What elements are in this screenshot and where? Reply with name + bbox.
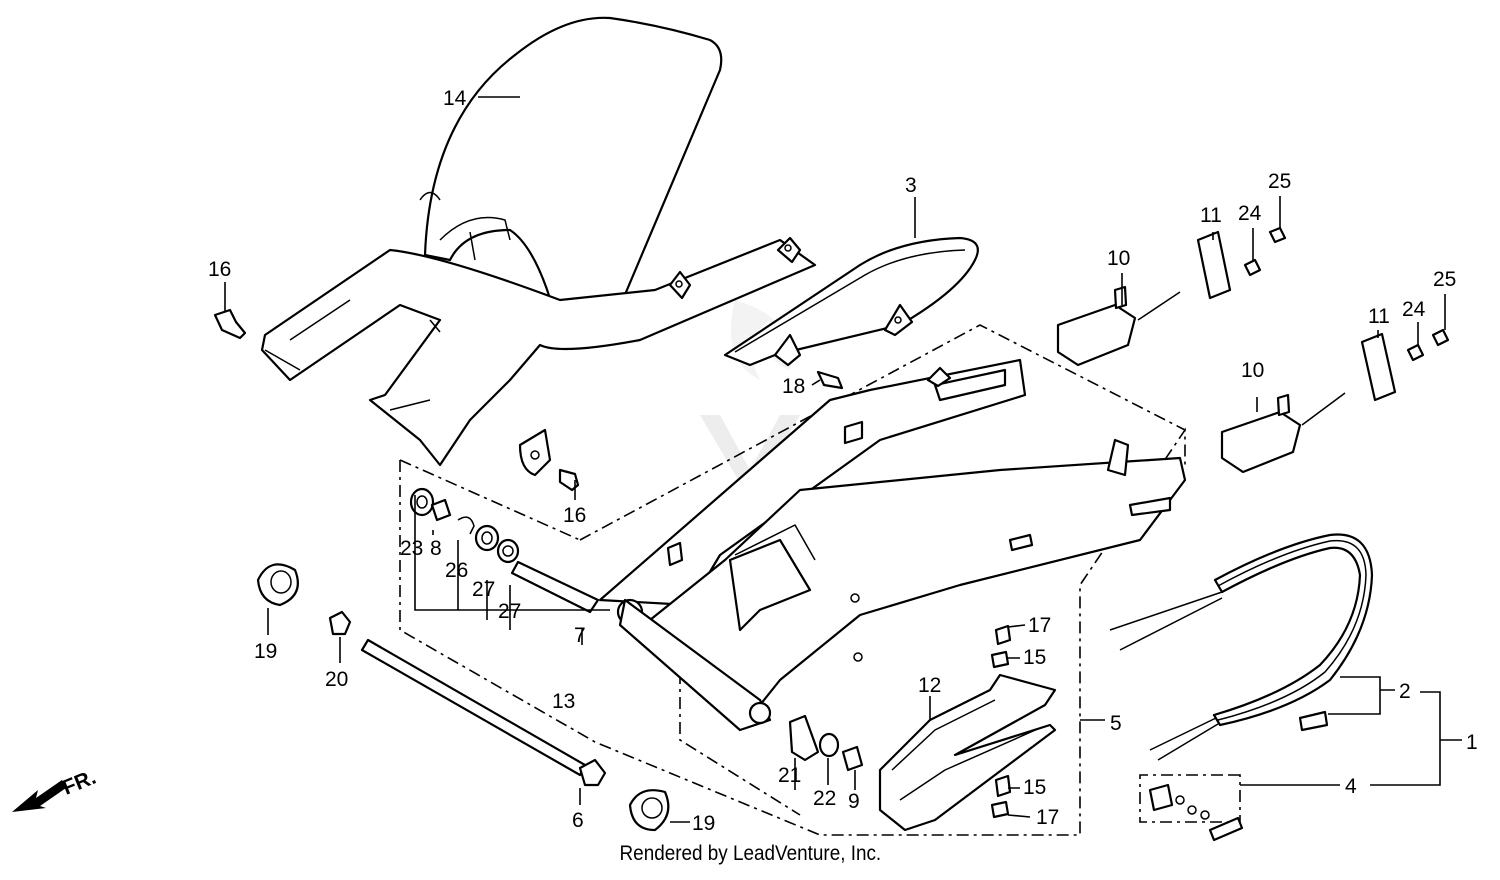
leader-lines [224, 96, 1462, 823]
callout-16-top: 16 [208, 258, 231, 281]
callout-11-top: 11 [1200, 204, 1222, 227]
callout-4: 4 [1345, 775, 1357, 798]
callout-9: 9 [848, 790, 860, 813]
callout-18: 18 [782, 375, 805, 398]
callout-12: 12 [918, 674, 941, 697]
group-outline-lines [399, 324, 1241, 836]
callout-20: 20 [325, 668, 348, 691]
chain-case-part [723, 236, 979, 367]
callout-16-bottom: 16 [563, 504, 586, 527]
callout-6: 6 [572, 809, 584, 832]
callout-17-top: 17 [1028, 614, 1051, 637]
footer-credit-row: Rendered by LeadVenture, Inc. [0, 842, 1500, 866]
footer-credit: Rendered by LeadVenture, Inc. [619, 842, 881, 865]
callout-14: 14 [443, 87, 467, 110]
callout-labels: 14 3 16 16 18 10 10 11 11 24 24 25 25 17… [208, 87, 1478, 835]
fasteners-group [990, 624, 1012, 819]
callout-10-bottom: 10 [1241, 359, 1264, 382]
callout-24-top: 24 [1238, 202, 1262, 225]
callout-24-bottom: 24 [1402, 298, 1426, 321]
callout-10-top: 10 [1107, 247, 1130, 270]
callout-19-left: 19 [254, 640, 277, 663]
callout-17-bottom: 17 [1036, 806, 1059, 829]
callout-2: 2 [1399, 680, 1411, 703]
callout-27-a: 27 [472, 578, 495, 601]
callout-21: 21 [778, 764, 801, 787]
callout-8: 8 [430, 537, 442, 560]
callout-11-bottom: 11 [1368, 305, 1390, 328]
callout-15-bottom: 15 [1023, 776, 1046, 799]
callout-7: 7 [574, 624, 586, 647]
callout-25-bottom: 25 [1433, 268, 1456, 291]
front-direction-label: FR. [59, 766, 99, 800]
callout-22: 22 [813, 787, 836, 810]
chain-slider-part [878, 673, 1057, 832]
rear-fender-part [260, 16, 817, 477]
pivot-bearings-group [213, 308, 864, 832]
callout-25-top: 25 [1268, 170, 1291, 193]
drive-chain-part [1109, 533, 1374, 842]
callout-13: 13 [552, 690, 575, 713]
swingarm-part [598, 358, 1187, 732]
chain-adjusters-group [1056, 226, 1450, 474]
callout-15-top: 15 [1023, 646, 1046, 669]
callout-3: 3 [905, 174, 917, 197]
callout-26: 26 [445, 559, 468, 582]
callout-27-b: 27 [498, 600, 521, 623]
callout-19-bottom: 19 [692, 812, 715, 835]
callout-5: 5 [1110, 712, 1122, 735]
callout-1: 1 [1466, 731, 1478, 754]
callout-23: 23 [400, 537, 423, 560]
front-direction-arrow: FR. [12, 766, 99, 812]
